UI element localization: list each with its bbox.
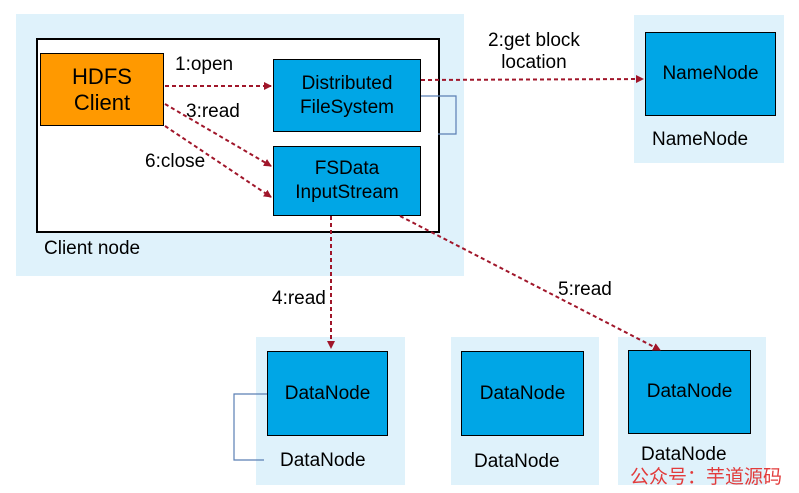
- distributed-filesystem-line-1: Distributed: [301, 72, 393, 94]
- namenode-box-label: NameNode: [662, 63, 759, 84]
- step-get-block-location-label: 2:get block location: [488, 30, 580, 74]
- fsdata-inputstream-line-1: FSData: [314, 158, 380, 179]
- datanode-box-2-label: DataNode: [479, 382, 566, 404]
- step-close-label: 6:close: [145, 151, 206, 172]
- client-node-label: Client node: [44, 238, 141, 259]
- distributed-filesystem-line-2: FileSystem: [300, 96, 394, 118]
- fsdata-inputstream-box: FSData InputStream: [273, 146, 421, 216]
- namenode-box: NameNode: [645, 32, 776, 116]
- hdfs-client-line-1: HDFS: [72, 63, 132, 89]
- datanode-box-1: DataNode: [267, 351, 388, 436]
- watermark-text: 公众号：芋道源码: [630, 467, 783, 488]
- step-get-block-location-line-1: 2:get block: [488, 30, 580, 51]
- arrow-get-block-location: [420, 75, 644, 84]
- datanode-label-3: DataNode: [641, 444, 727, 465]
- datanode-label-1: DataNode: [280, 450, 366, 471]
- hdfs-client-line-2: Client: [73, 89, 131, 115]
- arrow-read-5: [399, 215, 661, 351]
- datanode-1-self-loop: [233, 393, 267, 461]
- step-read-5-label: 5:read: [558, 279, 612, 300]
- step-open-label: 1:open: [175, 54, 234, 75]
- arrow-close: [164, 125, 272, 198]
- step-read-3-label: 3:read: [186, 101, 240, 122]
- datanode-box-3: DataNode: [628, 350, 751, 434]
- datanode-box-2: DataNode: [461, 351, 584, 436]
- filesystem-self-loop: [421, 95, 457, 135]
- namenode-label: NameNode: [652, 129, 749, 150]
- distributed-filesystem-box: Distributed FileSystem: [273, 59, 421, 132]
- datanode-label-2: DataNode: [474, 451, 560, 472]
- datanode-box-1-label: DataNode: [284, 382, 371, 404]
- step-read-4-label: 4:read: [272, 288, 326, 309]
- hdfs-client-box: HDFS Client: [40, 53, 164, 126]
- fsdata-inputstream-line-2: InputStream: [295, 182, 399, 203]
- step-get-block-location-line-2: location: [501, 52, 567, 73]
- datanode-box-3-label: DataNode: [646, 381, 733, 402]
